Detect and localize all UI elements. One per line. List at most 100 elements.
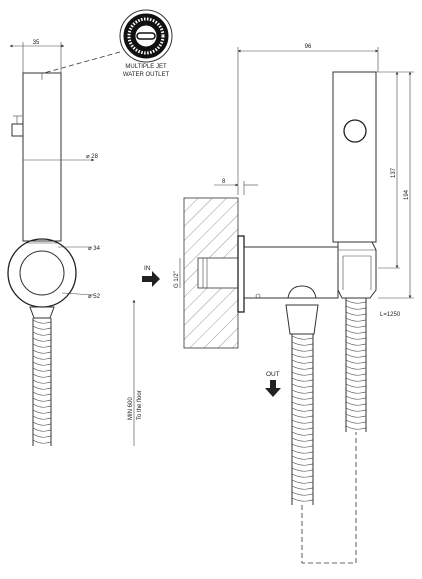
hose-coil: [32, 331, 52, 336]
hose-coil: [345, 395, 367, 400]
hose-coil: [32, 355, 52, 360]
front-button: [343, 119, 367, 143]
hose-coil: [32, 439, 52, 444]
outlet-detail: MULTIPLE JET WATER OUTLET: [43, 9, 173, 78]
front-holder: [337, 241, 377, 299]
hose-coil: [291, 419, 314, 424]
hose-coil: [345, 389, 367, 394]
floor-distance-label: MIN 600: [128, 397, 134, 420]
hose-coil: [291, 359, 314, 364]
inlet-arrow: [142, 271, 160, 287]
hose-coil: [345, 383, 367, 388]
hose-coil: [291, 455, 314, 460]
hose-coil: [291, 449, 314, 454]
hose-coil: [32, 325, 52, 330]
hose-coil: [291, 341, 314, 346]
ring-inner-dimension: ⌀ 34: [88, 246, 101, 252]
ring-outer-dimension: ⌀ 52: [88, 294, 101, 300]
hose-coil: [32, 337, 52, 342]
side-button: [11, 123, 24, 137]
valve-body: [243, 246, 339, 299]
hose-coil: [291, 461, 314, 466]
hose-coil: [291, 335, 314, 340]
hose-coil: [345, 413, 367, 418]
hose-coil: [291, 377, 314, 382]
outlet-label-line1: MULTIPLE JET: [125, 64, 167, 70]
hose-coil: [32, 385, 52, 390]
hose-coil: [291, 473, 314, 478]
hose-coil: [32, 349, 52, 354]
holder-ring-inner: [19, 250, 65, 296]
hose-coil: [32, 427, 52, 432]
hose-coil: [291, 491, 314, 496]
hose-coil: [291, 497, 314, 502]
outlet-label-line2: WATER OUTLET: [123, 72, 170, 78]
hose-coil: [291, 371, 314, 376]
hose-coil: [345, 335, 367, 340]
wall-flange: [237, 235, 245, 313]
height-194-dimension: 194: [404, 189, 410, 200]
hose-coil: [32, 319, 52, 324]
hose-coil: [291, 389, 314, 394]
front-hoses: [291, 298, 367, 505]
hose-coil: [291, 431, 314, 436]
hose-coil: [345, 377, 367, 382]
hose-coil: [291, 353, 314, 358]
hose-coil: [345, 401, 367, 406]
hose-coil: [32, 421, 52, 426]
front-hand-shower: [332, 71, 377, 243]
hose-coil: [291, 413, 314, 418]
hose-coil: [345, 359, 367, 364]
hose-coil: [32, 367, 52, 372]
outlet-arrow: [265, 380, 281, 397]
hose-coil: [345, 419, 367, 424]
hose-coil: [345, 317, 367, 322]
hose-continuation: [301, 432, 357, 564]
holder-ring-outer: [7, 238, 77, 308]
hose-coil: [32, 409, 52, 414]
outlet-label: OUT: [266, 371, 280, 378]
height-137-dimension: 137: [391, 167, 397, 178]
front-view: 96 8 G 1/2" IN OUT: [142, 44, 414, 564]
hose-coil: [291, 467, 314, 472]
floor-distance-sublabel: To the floor: [137, 390, 143, 420]
hose-coil: [345, 341, 367, 346]
hose-length-label: L=1250: [380, 312, 401, 318]
hose-coil: [291, 365, 314, 370]
hose-coil: [345, 311, 367, 316]
hose-coil: [345, 353, 367, 358]
side-hose: [32, 318, 52, 446]
hose-coil: [291, 425, 314, 430]
inlet-label: IN: [144, 265, 151, 272]
hand-shower-body: [22, 72, 62, 242]
hose-coil: [291, 485, 314, 490]
front-width-dimension: 96: [305, 44, 312, 50]
hose-coil: [32, 361, 52, 366]
hose-coil: [291, 383, 314, 388]
side-width-dimension: 35: [33, 40, 40, 46]
hose-coil: [345, 371, 367, 376]
hose-coil: [345, 299, 367, 304]
hose-coil: [291, 479, 314, 484]
hose-coil: [32, 433, 52, 438]
hose-coil: [291, 437, 314, 442]
hose-coil: [345, 323, 367, 328]
hose-coil: [345, 347, 367, 352]
hose-coil: [32, 379, 52, 384]
outlet-connector: [285, 304, 319, 335]
hose-coil: [291, 401, 314, 406]
hose-coil: [32, 397, 52, 402]
outlet-leader-line: [43, 51, 121, 74]
hose-coil: [291, 395, 314, 400]
hose-coil: [32, 403, 52, 408]
hose-coil: [345, 365, 367, 370]
hose-coil: [32, 391, 52, 396]
thread-dimension: G 1/2": [174, 271, 180, 288]
hose-coil: [32, 373, 52, 378]
hose-coil: [32, 343, 52, 348]
hose-coil: [32, 415, 52, 420]
hose-coil: [345, 425, 367, 430]
body-diameter-dimension: ⌀ 28: [86, 154, 99, 160]
hose-coil: [291, 407, 314, 412]
